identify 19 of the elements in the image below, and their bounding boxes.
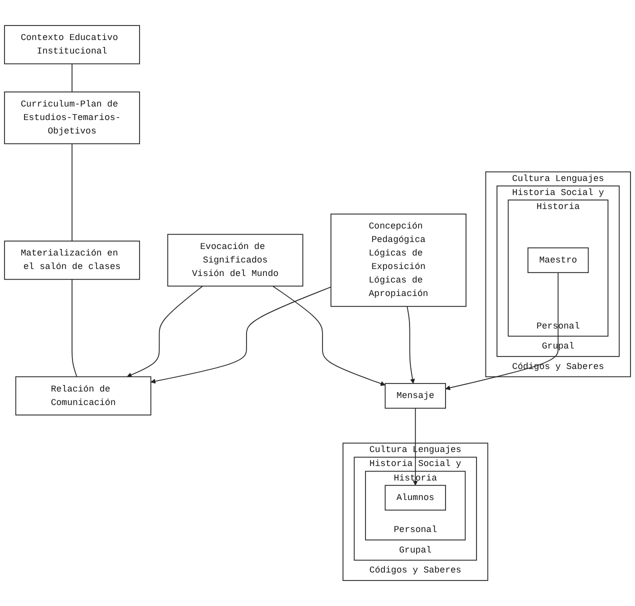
group-label: Códigos y Saberes — [369, 565, 462, 576]
node-box: Materialización en el salón de clases — [4, 240, 140, 280]
node-box: Evocación de Significados Visión del Mundo — [167, 234, 304, 287]
arrow — [445, 272, 559, 390]
node-box: Contexto Educativo Institucional — [4, 25, 140, 64]
connector — [72, 278, 78, 378]
arrow — [412, 408, 418, 486]
arrow — [406, 306, 415, 384]
group-label: Grupal — [399, 545, 432, 556]
arrow — [126, 286, 204, 378]
node-box: Curriculum-Plan de Estudios-Temarios-Objetivos — [4, 92, 140, 144]
node-box: Mensaje — [384, 383, 446, 409]
node-box: Concepción Pedagógica Lógicas de Exposición Lógicas de Apropiación — [330, 214, 466, 307]
arrow — [150, 286, 332, 384]
node-box: Alumnos — [384, 484, 446, 511]
node-box: Maestro — [528, 247, 589, 274]
node-box: Relación de Comunicación — [15, 376, 152, 416]
group-label: Personal — [394, 524, 437, 535]
arrow — [272, 286, 386, 386]
